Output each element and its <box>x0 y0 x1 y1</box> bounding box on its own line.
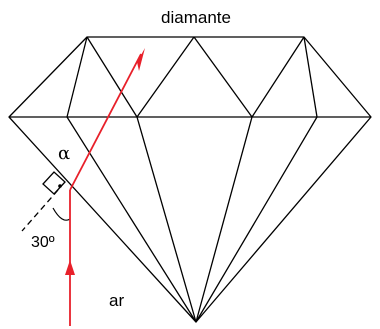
pavilion-facet <box>66 116 197 323</box>
crown-facet <box>86 36 138 118</box>
normal-line <box>21 189 59 232</box>
crown-facet <box>136 36 195 118</box>
diamond-shape <box>8 36 372 323</box>
crown-facet <box>303 36 318 118</box>
crown-facet <box>193 36 253 118</box>
diamond-label: diamante <box>161 8 231 27</box>
light-ray <box>65 48 145 326</box>
diamond-outline <box>8 36 372 323</box>
pavilion-facet <box>195 116 318 323</box>
right-angle-marker <box>42 171 66 195</box>
refracted-ray <box>69 53 142 191</box>
crown-facet <box>251 36 305 118</box>
refracted-arrowhead <box>137 48 145 71</box>
crown-facet <box>66 36 88 118</box>
incident-arrowhead <box>65 260 75 275</box>
angle-arc <box>52 207 71 221</box>
pavilion-facet <box>195 116 253 323</box>
air-label: ar <box>109 291 124 310</box>
angle-label: 30º <box>31 234 55 251</box>
pavilion-facet <box>136 116 197 323</box>
alpha-label: α <box>58 143 70 164</box>
